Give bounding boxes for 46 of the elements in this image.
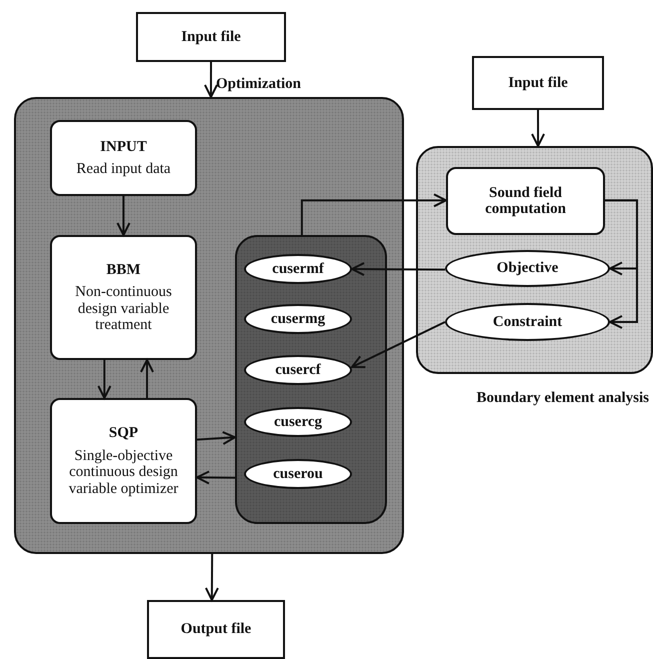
arrow [97, 360, 112, 399]
box-heading: INPUT [100, 138, 147, 155]
box-text: Single-objective continuous design variable optimizer [68, 448, 180, 497]
routine-ellipse [244, 304, 352, 334]
routine-ellipse [244, 459, 352, 489]
ellipse-text: cuserou [273, 466, 323, 482]
arrow [204, 62, 218, 98]
routine-ellipse [445, 303, 610, 341]
ellipse-text: Objective [496, 260, 558, 277]
process-box [50, 235, 197, 360]
box-heading: BBM [106, 262, 141, 278]
box-text: Input file [508, 74, 568, 92]
process-box [50, 120, 197, 196]
box-text: Sound field computation [484, 184, 567, 218]
process-box [50, 398, 197, 524]
file-box [136, 12, 286, 62]
arrow [351, 262, 445, 276]
box-text: Input file [181, 28, 241, 46]
arrow [140, 359, 154, 398]
box-text: Output file [180, 621, 252, 638]
routine-ellipse [445, 250, 610, 287]
ellipse-text: cusermf [272, 260, 324, 278]
file-box [472, 56, 604, 110]
group-heading: Boundary element analysis [476, 390, 649, 407]
arrow [605, 199, 638, 329]
ellipse-text: cusercg [274, 414, 322, 430]
routine-ellipse [244, 254, 352, 284]
group-heading: Optimization [216, 76, 301, 93]
box-heading: SQP [108, 425, 138, 442]
routine-ellipse [244, 355, 352, 385]
ellipse-text: cusermg [270, 310, 326, 328]
arrow [531, 110, 546, 147]
arrow [204, 554, 219, 601]
arrow [196, 431, 236, 445]
module-panel [235, 235, 387, 524]
routine-ellipse [244, 407, 352, 437]
arrow [116, 196, 130, 236]
process-box [446, 167, 605, 235]
ellipse-text: cusercf [275, 362, 321, 378]
arrow [300, 193, 447, 235]
ellipse-text: Constraint [492, 314, 562, 330]
box-text: Non-continuous design variable treatment [74, 284, 173, 334]
box-text: Read input data [76, 161, 171, 178]
file-box [147, 600, 285, 659]
arrow [196, 470, 236, 484]
arrow [351, 321, 446, 368]
